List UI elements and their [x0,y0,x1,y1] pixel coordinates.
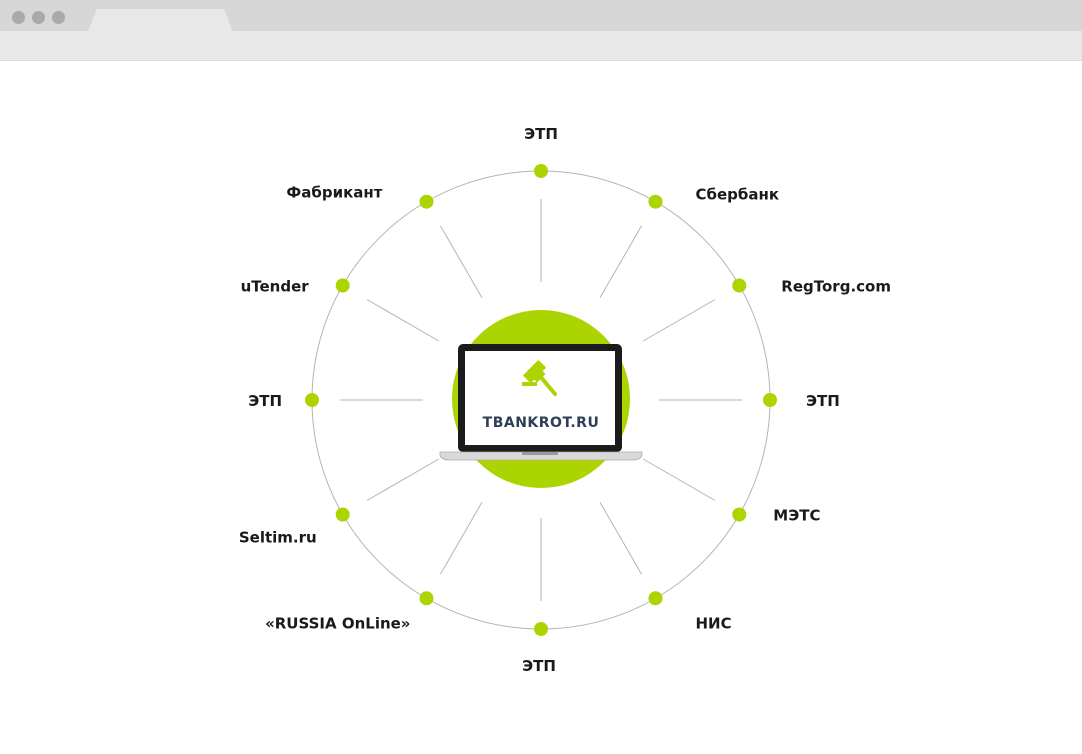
spoke-line [366,299,440,342]
node-dot[interactable] [419,194,434,209]
window-maximize-button[interactable] [52,11,65,24]
node-label: Seltim.ru [239,529,317,547]
laptop-notch [522,452,558,455]
node-dot[interactable] [419,591,434,606]
node-dot[interactable] [335,507,350,522]
browser-tab[interactable] [88,9,233,32]
browser-toolbar [0,0,1082,61]
node-dot[interactable] [732,278,747,293]
node-label: uTender [241,278,310,296]
node-label: ЭТП [806,392,840,410]
node-label: МЭТС [773,507,820,525]
brand-name: TBANKROT.RU [483,415,600,431]
node-label: Фабрикант [286,184,382,202]
gavel-icon [522,360,557,396]
node-label: RegTorg.com [781,278,891,296]
spoke-line [642,299,716,342]
window-close-button[interactable] [12,11,25,24]
node-label: ЭТП [522,657,556,675]
spoke-line [599,501,642,575]
node-dot[interactable] [305,393,319,407]
spoke-line [599,225,642,299]
node-dot[interactable] [648,591,663,606]
node-label: Сбербанк [696,186,780,204]
node-dot[interactable] [763,393,777,407]
laptop-base [439,451,643,461]
spokes [340,199,742,601]
node-dot[interactable] [534,622,548,636]
nodes: ЭТПСбербанкRegTorg.comЭТПМЭТСНИСЭТП«RUSS… [239,125,891,675]
window-minimize-button[interactable] [32,11,45,24]
spoke-line [642,458,716,501]
node-dot[interactable] [648,194,663,209]
node-dot[interactable] [335,278,350,293]
node-dot[interactable] [732,507,747,522]
node-label: НИС [696,614,732,632]
spoke-line [366,458,440,501]
spoke-line [440,225,483,299]
node-label: ЭТП [524,125,558,143]
node-dot[interactable] [534,164,548,178]
laptop-icon: TBANKROT.RU [439,344,643,461]
node-label: «RUSSIA OnLine» [265,614,410,632]
spoke-line [440,501,483,575]
node-label: ЭТП [248,392,282,410]
